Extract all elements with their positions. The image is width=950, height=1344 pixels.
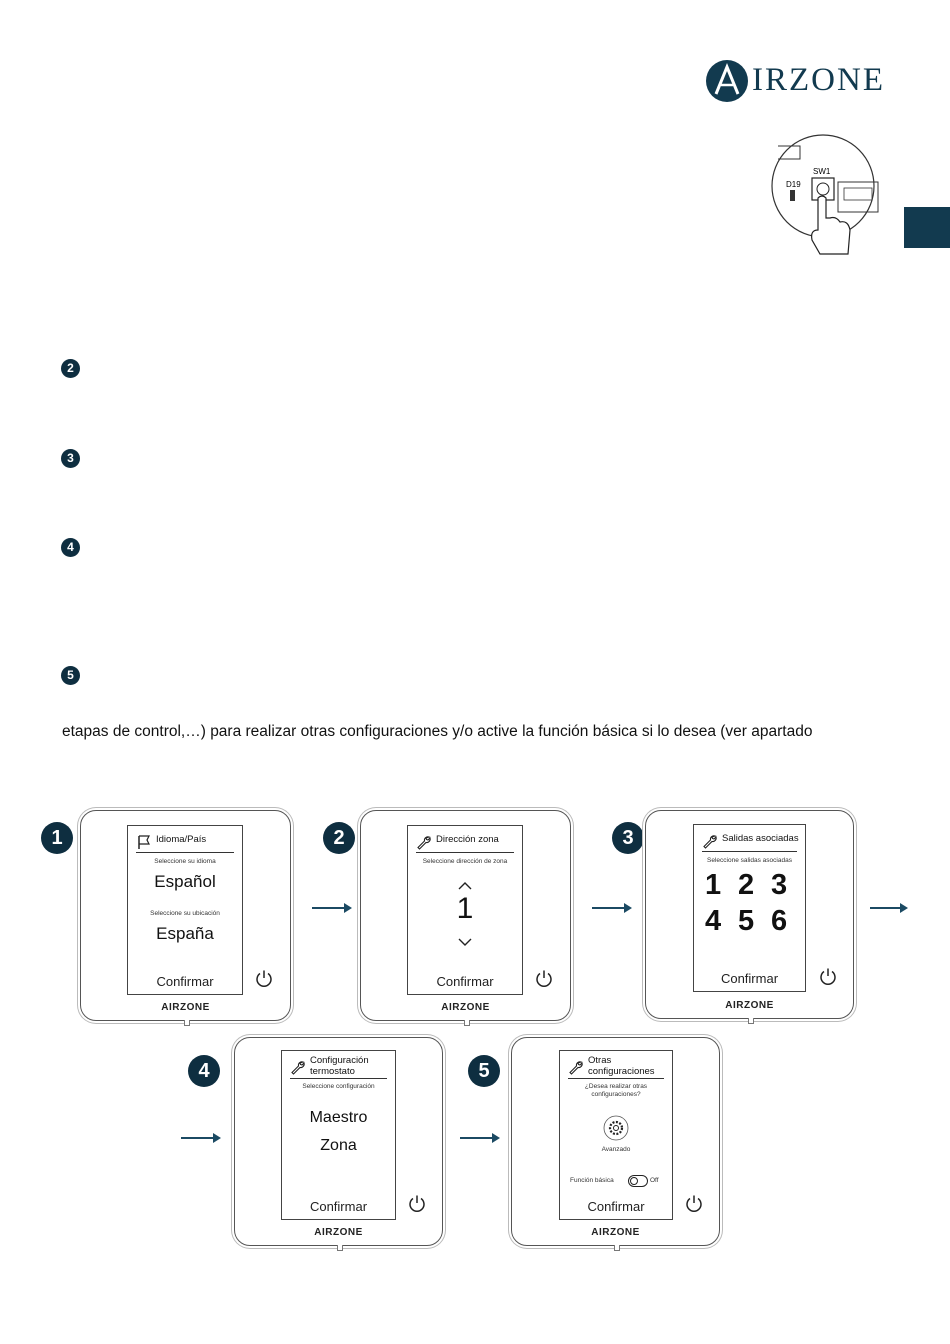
logo-text: IRZONE xyxy=(752,62,885,98)
power-icon[interactable] xyxy=(534,969,554,989)
flag-icon xyxy=(138,835,150,849)
power-icon[interactable] xyxy=(407,1194,427,1214)
output-1[interactable]: 1 xyxy=(705,869,722,901)
device-badge-1: 1 xyxy=(41,822,73,854)
sw1-button-illustration: D19 SW1 xyxy=(771,134,879,255)
screen-title-line1: Otras xyxy=(588,1055,612,1066)
screen-title: Idioma/País xyxy=(156,834,207,845)
device-sensor xyxy=(613,1245,620,1251)
basic-function-label: Función básica xyxy=(570,1177,614,1184)
confirm-button[interactable]: Confirmar xyxy=(587,1199,645,1214)
flow-arrow-2 xyxy=(592,903,632,913)
device-sensor xyxy=(336,1245,343,1251)
wrench-icon xyxy=(703,835,717,849)
device-badge-4: 4 xyxy=(188,1055,220,1087)
thermostat-device-3: Salidas asociadas Seleccione salidas aso… xyxy=(645,810,854,1024)
wrench-icon xyxy=(417,836,431,850)
device-brand: AIRZONE xyxy=(161,1002,210,1013)
output-5[interactable]: 5 xyxy=(738,905,755,937)
device-screen-1: Idioma/País Seleccione su idioma Español… xyxy=(127,825,243,995)
flow-arrow-5 xyxy=(460,1133,500,1143)
device-screen-3: Salidas asociadas Seleccione salidas aso… xyxy=(693,824,806,992)
body-text: etapas de control,…) para realizar otras… xyxy=(62,723,813,740)
confirm-button[interactable]: Confirmar xyxy=(720,971,779,986)
power-icon[interactable] xyxy=(684,1194,704,1214)
thermostat-device-2: Dirección zona Seleccione dirección de z… xyxy=(360,810,571,1026)
toggle-state-label: Off xyxy=(650,1177,659,1184)
flow-arrow-3 xyxy=(870,903,908,913)
power-icon[interactable] xyxy=(818,967,838,987)
device-screen-4: Configuración termostato Seleccione conf… xyxy=(281,1050,396,1220)
device-sensor xyxy=(747,1018,754,1024)
screen-divider xyxy=(290,1078,387,1079)
advanced-gear-icon[interactable] xyxy=(603,1115,629,1141)
outputs-prompt: Seleccione salidas asociadas xyxy=(707,857,792,864)
confirm-button[interactable]: Confirmar xyxy=(309,1199,368,1214)
step-marker-3: 3 xyxy=(61,449,80,468)
thermostat-device-1: Idioma/País Seleccione su idioma Español… xyxy=(80,810,291,1026)
device-badge-5: 5 xyxy=(468,1055,500,1087)
confirm-button[interactable]: Confirmar xyxy=(436,974,494,989)
screen-divider xyxy=(568,1078,664,1079)
device-screen-2: Dirección zona Seleccione dirección de z… xyxy=(407,825,523,995)
wrench-icon xyxy=(291,1061,305,1075)
device-sensor xyxy=(183,1020,190,1026)
device-brand: AIRZONE xyxy=(591,1227,640,1238)
power-icon[interactable] xyxy=(254,969,274,989)
device-brand: AIRZONE xyxy=(314,1227,363,1238)
step-marker-2: 2 xyxy=(61,359,80,378)
screen-title-line1: Configuración xyxy=(310,1055,369,1066)
screen-divider xyxy=(136,852,234,853)
wrench-icon xyxy=(569,1061,583,1075)
device-brand: AIRZONE xyxy=(441,1002,490,1013)
airzone-logo-mark xyxy=(706,60,748,102)
d19-label: D19 xyxy=(786,180,801,189)
step-marker-4: 4 xyxy=(61,538,80,557)
location-value[interactable]: España xyxy=(156,924,214,943)
airzone-logo: IRZONE xyxy=(704,56,883,106)
section-tab xyxy=(904,207,950,248)
flow-arrow-1 xyxy=(312,903,352,913)
output-6[interactable]: 6 xyxy=(771,905,788,937)
screen-title-line2: configuraciones xyxy=(588,1066,655,1077)
device-sensor xyxy=(463,1020,470,1026)
chevron-down-icon[interactable] xyxy=(458,938,472,947)
thermostat-device-5: Otras configuraciones ¿Desea realizar ot… xyxy=(511,1037,720,1251)
advanced-label: Avanzado xyxy=(601,1146,631,1153)
option-maestro[interactable]: Maestro xyxy=(309,1109,368,1126)
sw1-label: SW1 xyxy=(813,167,831,176)
zone-address-prompt: Seleccione dirección de zona xyxy=(422,858,508,865)
option-zona[interactable]: Zona xyxy=(320,1137,357,1154)
config-prompt: Seleccione configuración xyxy=(302,1083,375,1090)
zone-address-value: 1 xyxy=(456,892,474,925)
device-badge-3: 3 xyxy=(612,822,644,854)
screen-divider xyxy=(416,852,514,853)
screen-title: Dirección zona xyxy=(436,834,499,845)
language-value[interactable]: Español xyxy=(154,872,216,891)
thermostat-device-4: Configuración termostato Seleccione conf… xyxy=(234,1037,443,1251)
confirm-button[interactable]: Confirmar xyxy=(156,974,214,989)
other-config-question-line1: ¿Desea realizar otras xyxy=(584,1083,648,1090)
device-brand: AIRZONE xyxy=(725,1000,774,1011)
language-prompt: Seleccione su idioma xyxy=(154,858,216,865)
device-badge-2: 2 xyxy=(323,822,355,854)
chevron-up-icon[interactable] xyxy=(458,881,472,890)
output-3[interactable]: 3 xyxy=(771,869,788,901)
location-prompt: Seleccione su ubicación xyxy=(150,910,220,917)
basic-function-toggle[interactable] xyxy=(628,1175,648,1187)
output-2[interactable]: 2 xyxy=(738,869,755,901)
flow-arrow-4 xyxy=(181,1133,221,1143)
other-config-question-line2: configuraciones? xyxy=(591,1091,641,1098)
screen-title-line2: termostato xyxy=(310,1066,355,1077)
device-screen-5: Otras configuraciones ¿Desea realizar ot… xyxy=(559,1050,673,1220)
screen-title: Salidas asociadas xyxy=(722,833,799,844)
output-4[interactable]: 4 xyxy=(705,905,722,937)
screen-divider xyxy=(702,851,797,852)
step-marker-5: 5 xyxy=(61,666,80,685)
